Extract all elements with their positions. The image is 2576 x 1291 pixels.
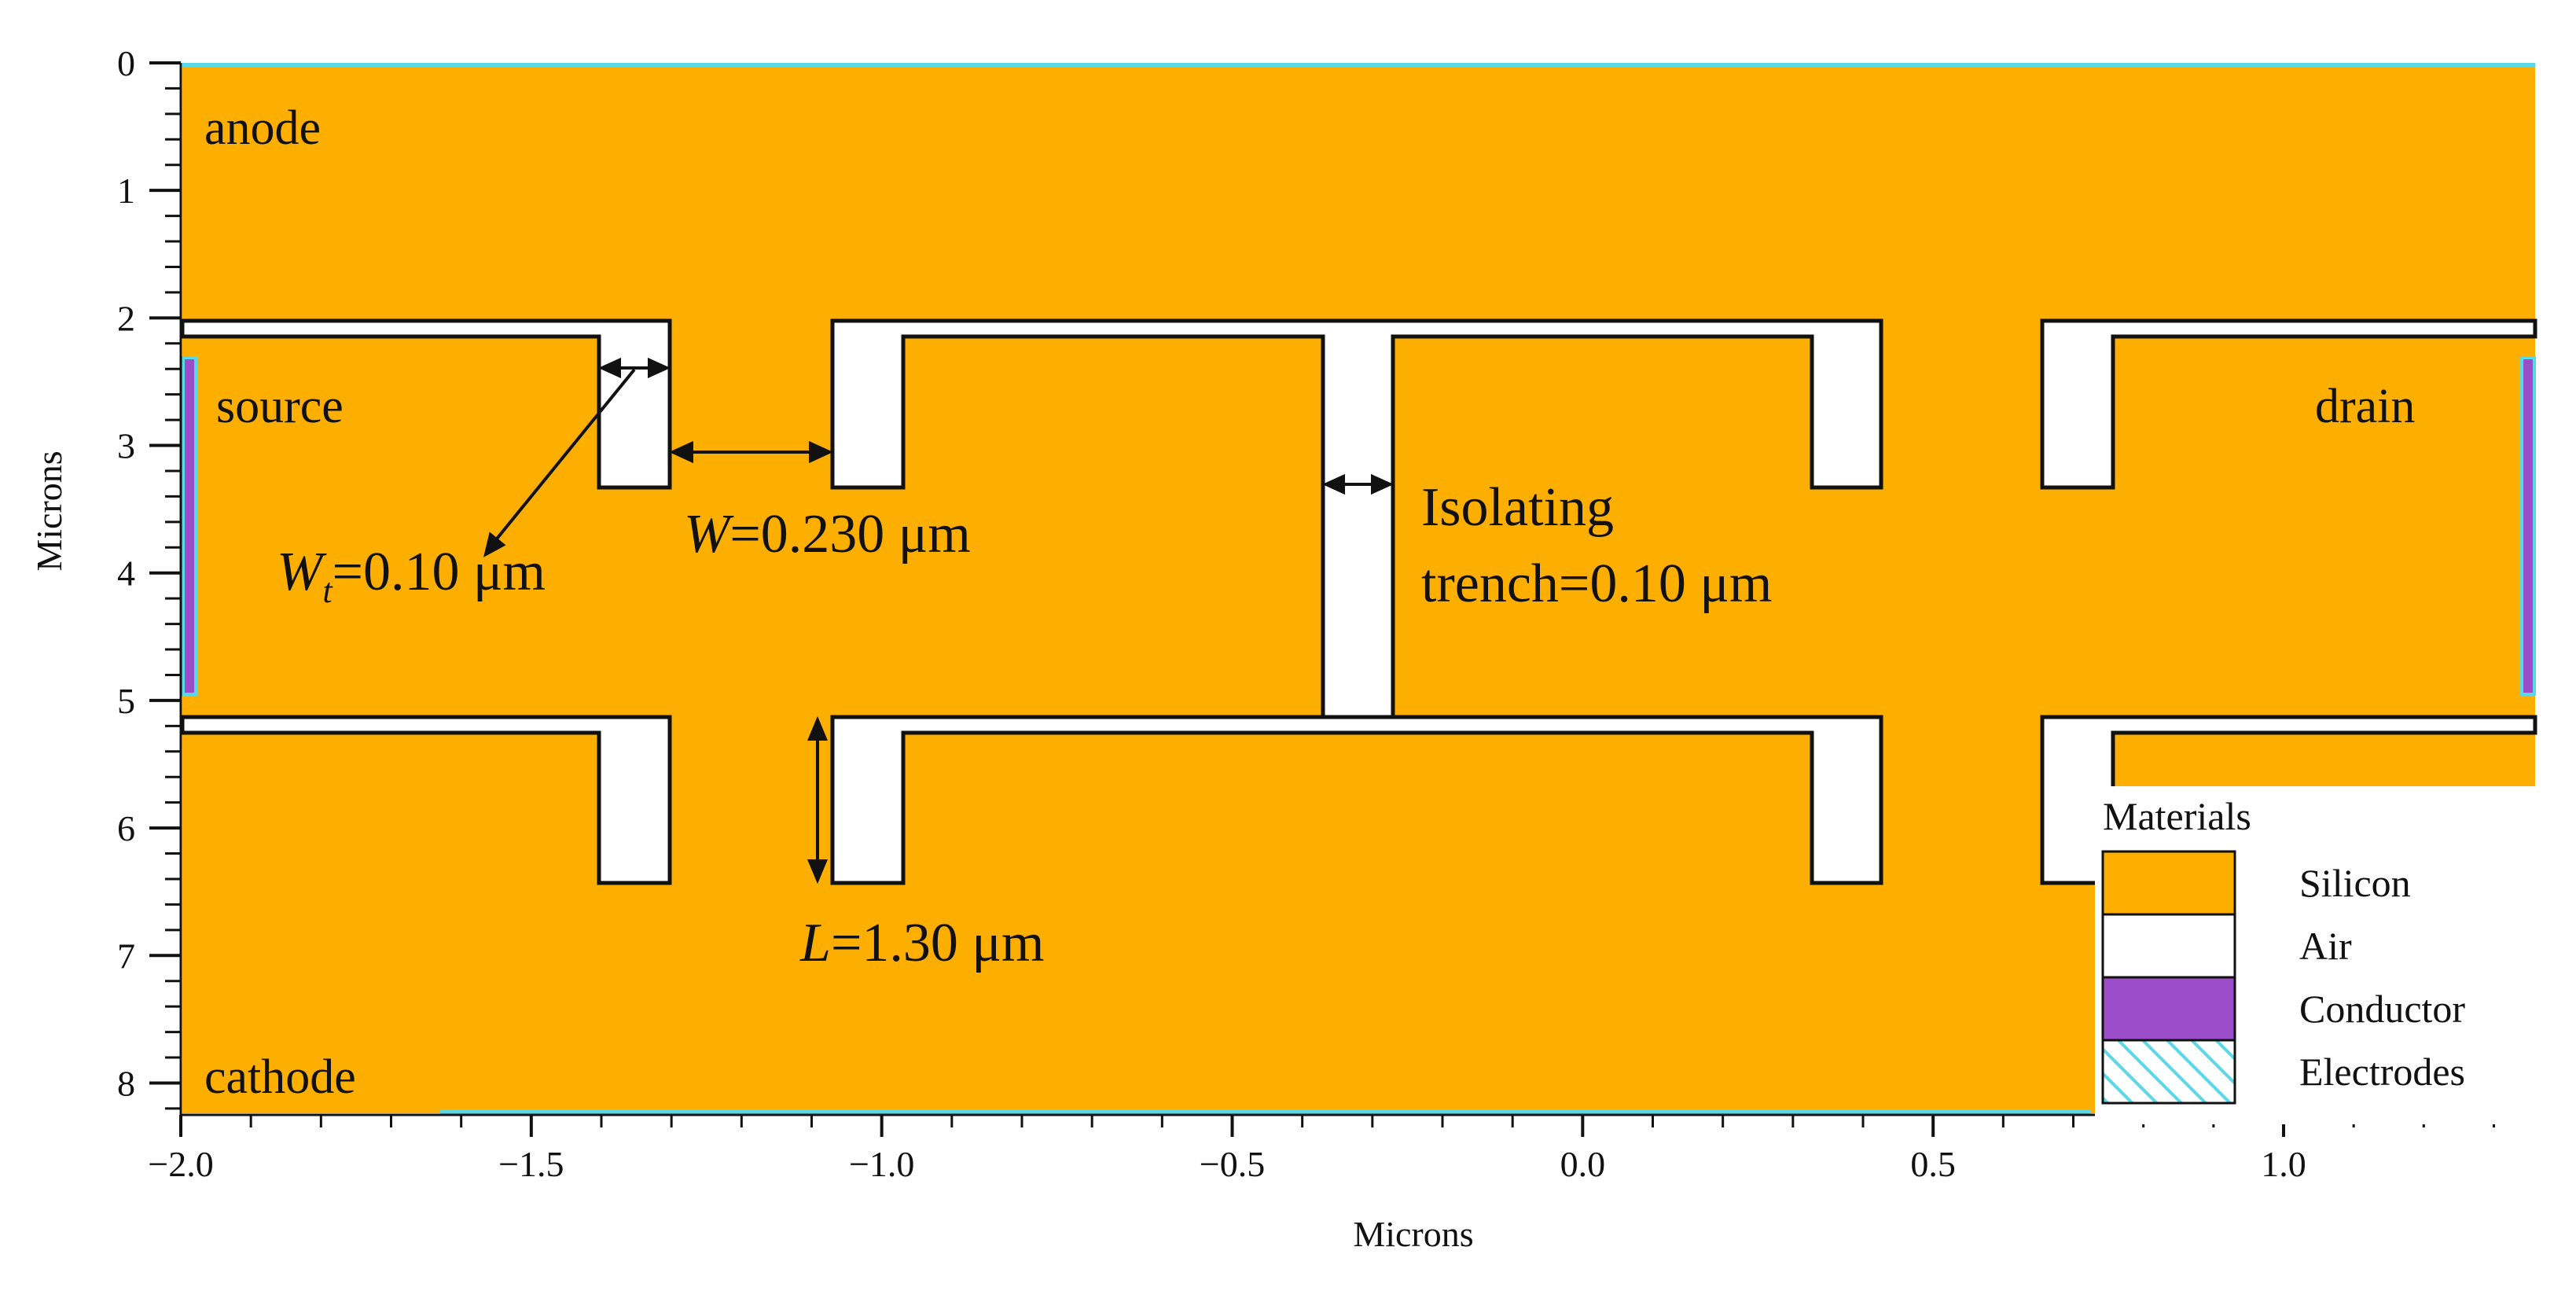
y-tick-label: 2	[117, 298, 135, 338]
upper-right-air-region	[2040, 318, 2537, 490]
legend-swatch-electrodes	[2101, 1039, 2236, 1105]
x-axis-title: Microns	[1353, 1214, 1473, 1254]
w-dimension-label: W=0.230 μm	[684, 504, 971, 565]
l-symbol: L	[799, 913, 831, 973]
y-tick-label: 3	[117, 426, 135, 466]
legend-swatch-air	[2101, 913, 2236, 979]
y-axis-title: Microns	[29, 451, 69, 571]
x-tick-label: −1.5	[498, 1144, 564, 1184]
source-label: source	[216, 380, 344, 433]
materials-legend: Materials Silicon Air Conductor Electrod…	[2095, 786, 2576, 1124]
upper-left-air-region	[180, 318, 672, 490]
lower-center-air-region	[830, 715, 1883, 885]
x-axis-ticks: −2.0 −1.5 −1.0 −0.5 0.0 0.5 1.0	[148, 1115, 2495, 1184]
anode-electrode	[182, 63, 2535, 68]
w-arrow-head-right	[809, 440, 833, 464]
legend-label-electrodes: Electrodes	[2299, 1050, 2465, 1094]
w-symbol: W	[684, 504, 734, 565]
lower-left-air-region	[180, 715, 672, 885]
wt-leader-line	[486, 368, 636, 552]
legend-label-silicon: Silicon	[2299, 861, 2411, 905]
wt-subscript: t	[322, 572, 333, 610]
l-dimension-label: L=1.30 μm	[799, 913, 1044, 973]
x-tick-label: 0.0	[1560, 1144, 1606, 1184]
air-regions	[180, 318, 2537, 885]
y-tick-label: 5	[117, 681, 135, 721]
y-tick-label: 6	[117, 808, 135, 848]
y-tick-label: 8	[117, 1063, 135, 1103]
x-tick-label: 1.0	[2261, 1144, 2306, 1184]
legend-swatch-conductor	[2101, 976, 2236, 1042]
wt-leader-arrow-head	[483, 531, 506, 557]
x-tick-label: −1.0	[849, 1144, 914, 1184]
x-tick-label: 0.5	[1910, 1144, 1956, 1184]
y-axis-ticks: 0 1 2 3 4 5 6 7 8	[117, 43, 181, 1110]
x-tick-label: −0.5	[1200, 1144, 1265, 1184]
legend-swatch-silicon	[2101, 850, 2236, 916]
wt-dimension-label: Wt=0.10 μm	[277, 542, 546, 610]
isolating-arrow-head-right	[1371, 473, 1394, 495]
wt-arrow-head-left	[598, 357, 621, 379]
isolating-label-line1: Isolating	[1421, 477, 1614, 538]
y-tick-label: 4	[117, 554, 135, 594]
wt-symbol: W	[277, 542, 327, 602]
w-value: =0.230 μm	[729, 504, 970, 565]
drain-conductor	[2520, 356, 2536, 696]
wt-value: =0.10 μm	[333, 542, 546, 602]
wt-arrow-head-right	[648, 357, 671, 379]
dimension-arrows	[483, 357, 1394, 885]
l-arrow-head-bottom	[807, 859, 828, 885]
drain-label: drain	[2315, 380, 2415, 433]
legend-title: Materials	[2103, 794, 2251, 838]
legend-label-conductor: Conductor	[2299, 987, 2465, 1031]
legend-label-air: Air	[2299, 924, 2352, 968]
isolating-label-line2: trench=0.10 μm	[1421, 554, 1772, 614]
y-tick-label: 7	[117, 936, 135, 976]
cathode-label: cathode	[204, 1050, 356, 1104]
cathode-electrode	[440, 1109, 2091, 1114]
isolating-arrow-head-left	[1322, 473, 1345, 495]
w-arrow-head-left	[669, 440, 693, 464]
y-tick-label: 1	[117, 171, 135, 211]
l-arrow-head-top	[807, 715, 828, 741]
y-tick-label: 0	[117, 43, 135, 83]
l-value: =1.30 μm	[831, 913, 1044, 973]
x-tick-label: −2.0	[148, 1144, 213, 1184]
source-conductor	[182, 356, 197, 696]
anode-label: anode	[204, 101, 321, 155]
upper-center-air-region	[830, 318, 1883, 719]
